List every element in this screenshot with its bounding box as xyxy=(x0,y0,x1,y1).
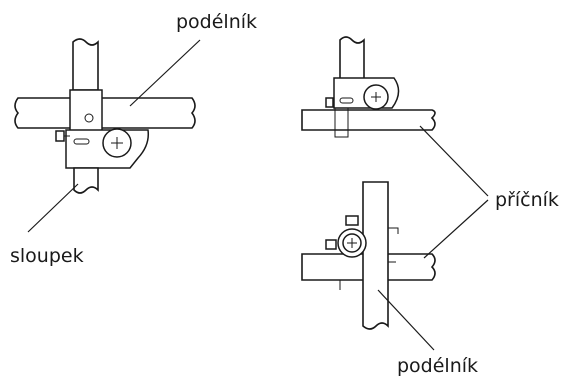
label-pricnik: příčník xyxy=(495,189,559,211)
left-clamp-assembly xyxy=(14,38,196,194)
right-top-clamp-assembly xyxy=(301,36,436,138)
left-coupler-bolt xyxy=(84,113,94,123)
right-top-post xyxy=(339,36,365,81)
left-post-upper xyxy=(72,38,99,91)
leader-pricnik-bottom xyxy=(423,199,489,259)
leader-podelnik-top xyxy=(129,39,201,107)
left-horizontal-tube xyxy=(14,97,196,129)
right-top-horizontal-tube xyxy=(301,109,436,131)
left-bolt-head xyxy=(55,130,65,142)
leader-pricnik-top xyxy=(419,125,489,197)
right-bottom-clamp-assembly xyxy=(301,181,436,330)
label-podelnik-top: podélník xyxy=(176,11,257,33)
label-sloupek: sloupek xyxy=(10,245,84,267)
left-bracket-slot xyxy=(73,138,90,145)
label-podelnik-bottom: podélník xyxy=(397,355,478,377)
right-bottom-bolt-left xyxy=(325,239,337,250)
left-post-lower xyxy=(73,167,99,194)
leader-sloupek xyxy=(27,183,79,233)
leader-podelnik-bottom xyxy=(377,289,435,351)
right-bottom-vertical-tube xyxy=(362,181,389,330)
right-bottom-bolt-top xyxy=(345,215,359,226)
left-upper-coupler xyxy=(69,89,103,134)
